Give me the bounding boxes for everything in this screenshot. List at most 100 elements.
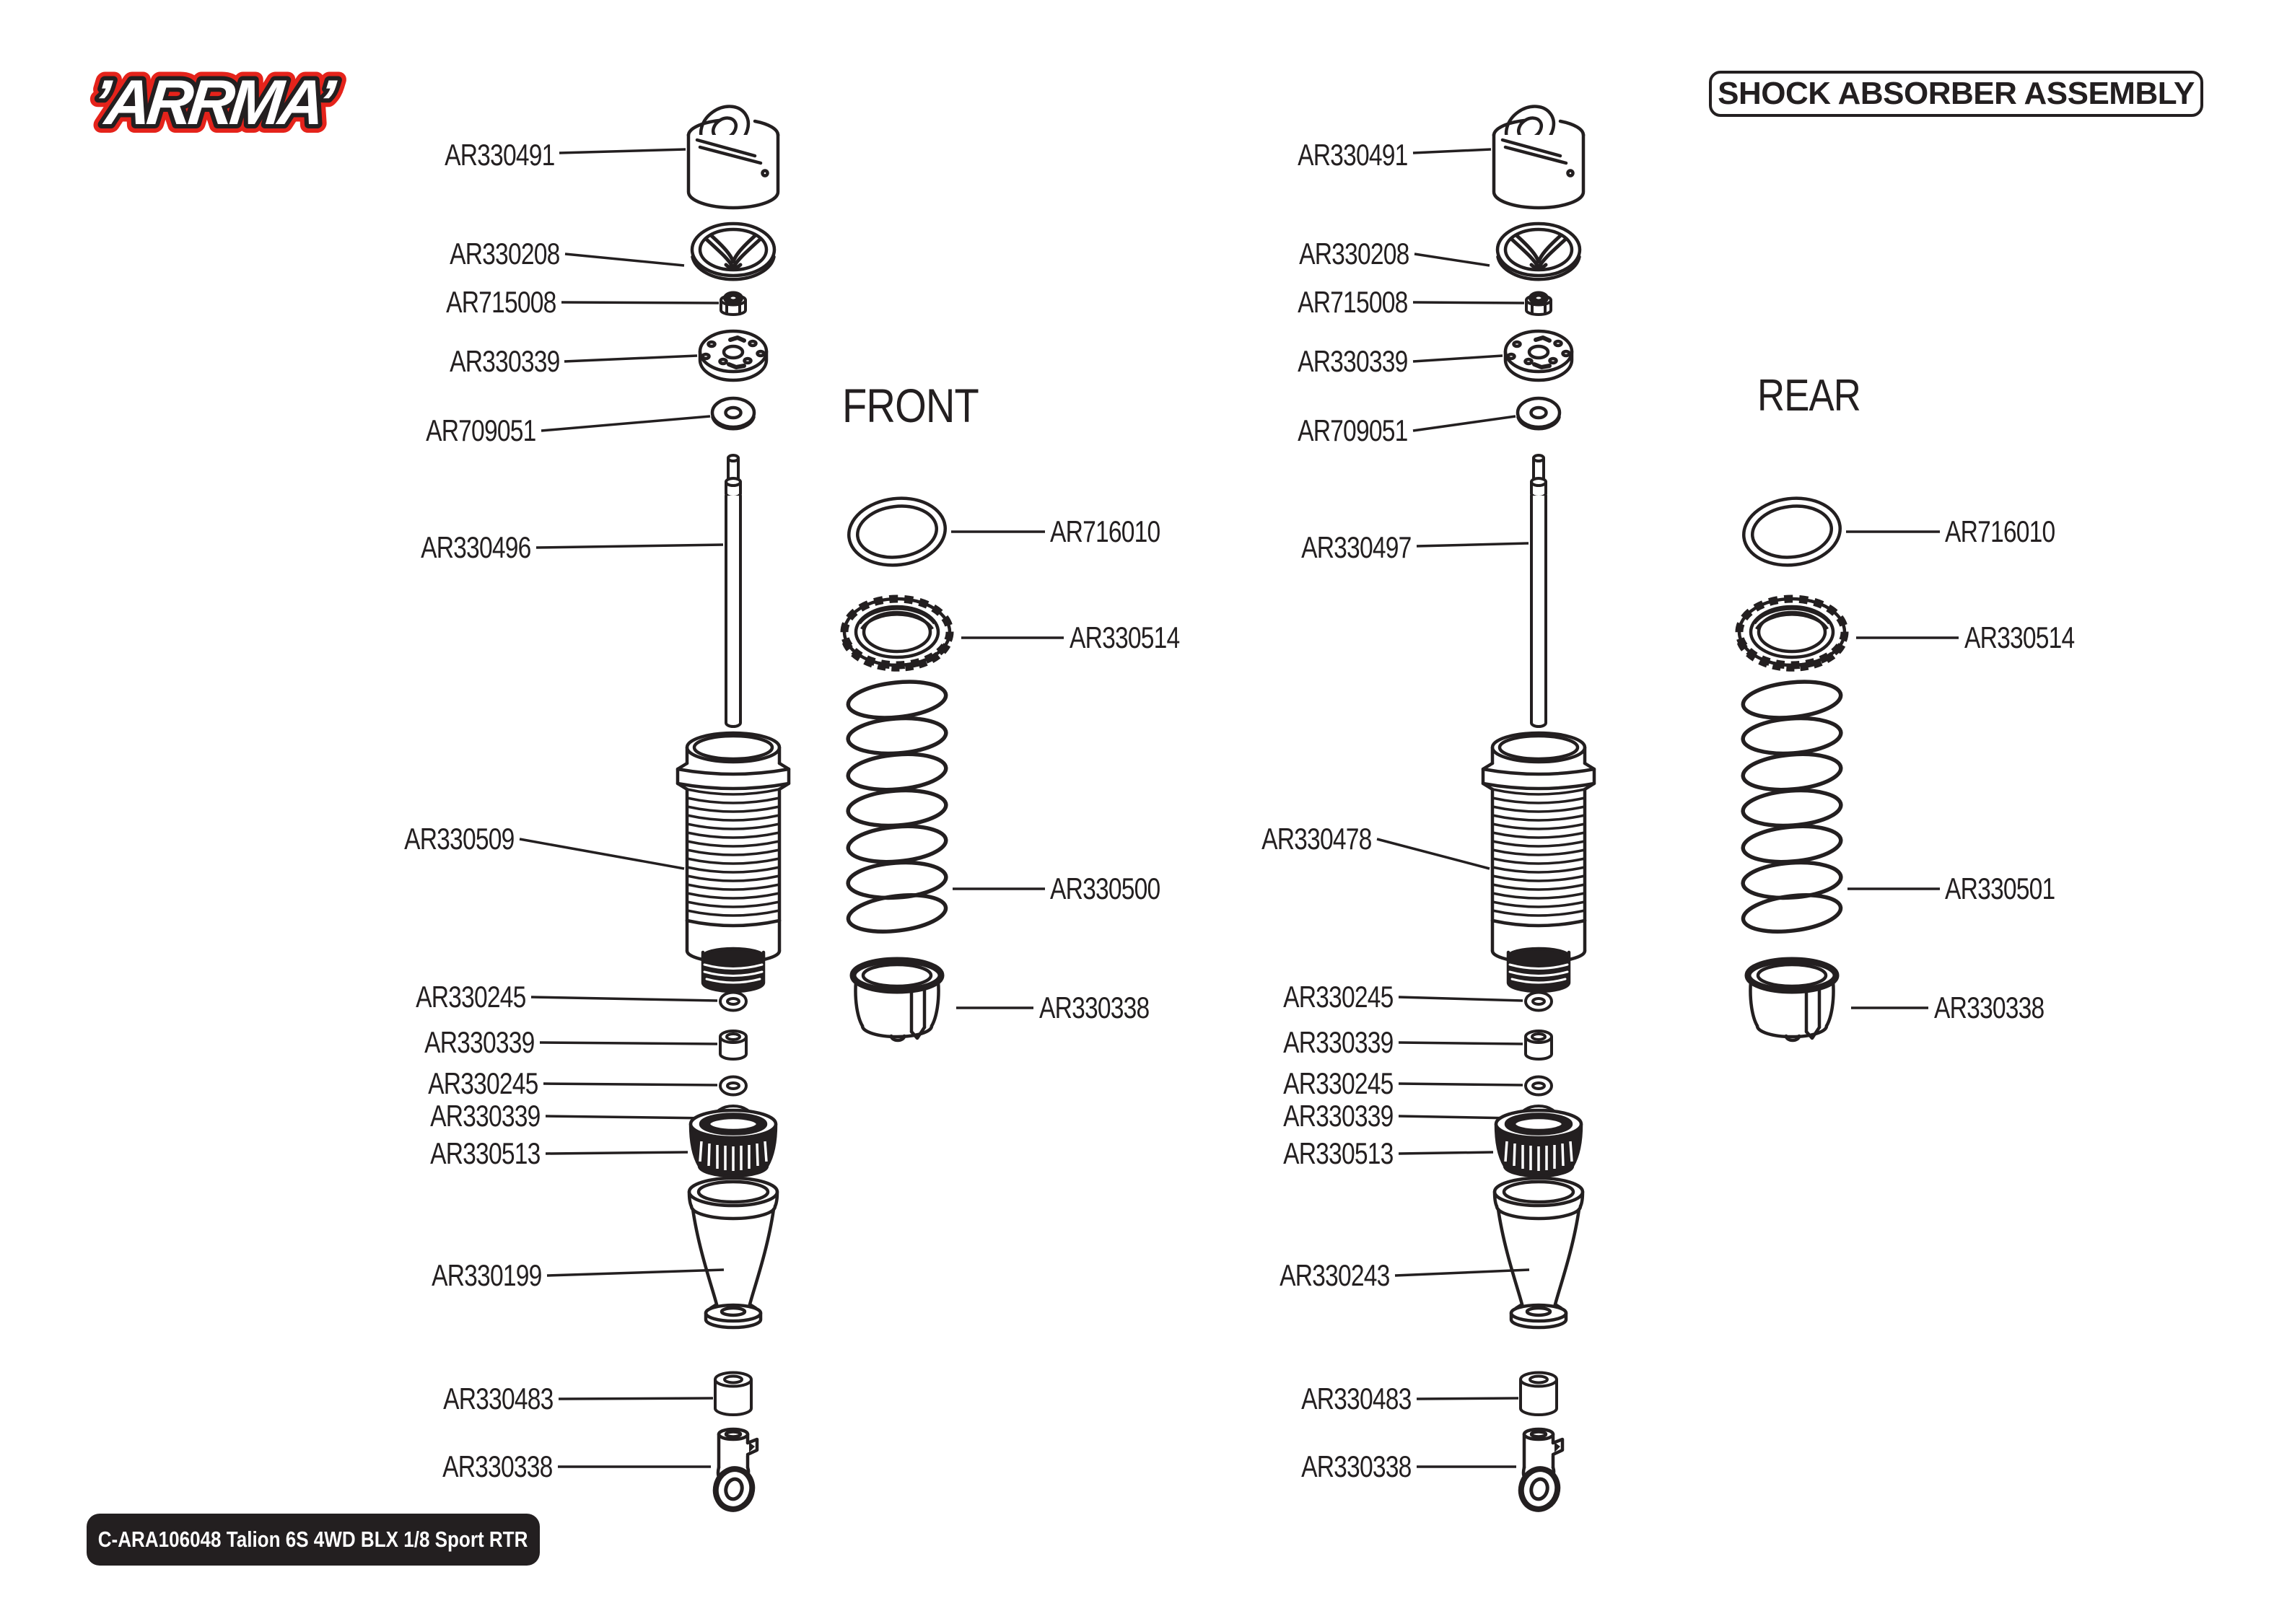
o-ring-part	[1524, 991, 1553, 1012]
part-label: AR330509	[403, 822, 515, 856]
part-label: AR330483	[1300, 1382, 1412, 1415]
arrma-logo: ’ARRMA’ ’ARRMA’ ’ARRMA’	[80, 58, 442, 146]
lock-nut-part	[720, 291, 747, 316]
leader-line	[559, 148, 686, 154]
shock-cap-part	[688, 97, 778, 208]
leader-line	[564, 354, 698, 363]
leader-line	[561, 301, 720, 304]
part-label: AR330491	[444, 138, 555, 172]
leader-line	[519, 838, 685, 870]
leader-line	[1412, 148, 1492, 154]
piston-part	[1505, 331, 1572, 380]
leader-line	[558, 1397, 714, 1400]
part-label: AR330338	[1039, 991, 1150, 1024]
volume-o-ring-part	[845, 493, 949, 571]
leader-line	[535, 543, 724, 549]
part-label: AR330208	[1298, 237, 1409, 271]
shock-shaft-part	[1530, 454, 1547, 728]
front-leader-lines	[519, 148, 1064, 1468]
part-label: AR330500	[1050, 872, 1160, 905]
leader-line	[1416, 542, 1529, 548]
washer-part	[712, 398, 754, 429]
shock-body-part	[678, 733, 789, 991]
piston-part	[700, 331, 766, 380]
arrma-logo-fill: ’ARRMA’	[89, 66, 339, 138]
page-title-text: SHOCK ABSORBER ASSEMBLY	[1718, 76, 2195, 111]
washer-part	[1518, 398, 1560, 429]
part-label: AR330491	[1297, 138, 1408, 172]
leader-line	[1376, 838, 1490, 870]
leader-line	[1398, 1041, 1523, 1045]
spring-perch-part	[853, 960, 941, 1040]
leader-line	[1398, 996, 1523, 1002]
part-label: AR330513	[429, 1136, 541, 1170]
part-label: AR330243	[1279, 1258, 1390, 1292]
part-label: AR330497	[1300, 530, 1412, 564]
spring-retainer-part	[1497, 224, 1580, 279]
section-heading-rear: REAR	[1757, 371, 1861, 421]
shock-boot-part	[1495, 1178, 1583, 1327]
part-label: AR330339	[424, 1025, 535, 1059]
leader-line	[1398, 1115, 1516, 1120]
part-label: AR715008	[445, 285, 556, 319]
part-label: AR330478	[1261, 822, 1372, 856]
leader-line	[530, 996, 718, 1002]
arrma-logo-outline-red: ’ARRMA’	[89, 66, 339, 138]
leader-line	[545, 1115, 711, 1120]
section-heading-front: FRONT	[842, 379, 979, 432]
part-label: AR716010	[1945, 514, 2055, 548]
preload-collar-part	[844, 599, 950, 667]
pivot-bushing-part	[1524, 1030, 1553, 1061]
shaft-seal-part	[1518, 1105, 1560, 1136]
part-label: AR330339	[1282, 1025, 1394, 1059]
shock-cap-part	[1494, 97, 1583, 208]
arrma-logo-outline-black: ’ARRMA’	[89, 66, 339, 138]
shock-shaft-part	[725, 454, 742, 728]
leader-line	[541, 415, 711, 432]
leader-line	[1398, 1151, 1494, 1155]
lower-cap-part	[691, 1110, 776, 1176]
leader-line	[1412, 415, 1516, 432]
bushing-part	[1519, 1371, 1558, 1416]
leader-line	[1416, 1397, 1519, 1400]
part-label: AR330514	[1964, 620, 2075, 654]
rod-end-part	[1517, 1429, 1562, 1514]
product-badge-text: C-ARA106048 Talion 6S 4WD BLX 1/8 Sport …	[98, 1527, 528, 1552]
rod-end-part	[712, 1429, 757, 1514]
leader-line	[1412, 301, 1525, 304]
part-label: AR330514	[1070, 620, 1180, 654]
part-label: AR330339	[429, 1099, 541, 1133]
part-label: AR330339	[1297, 344, 1408, 378]
lock-nut-part	[1525, 291, 1552, 316]
part-label: AR709051	[425, 413, 536, 447]
part-label: AR709051	[1297, 413, 1408, 447]
part-label: AR330513	[1282, 1136, 1394, 1170]
part-label: AR330245	[427, 1066, 538, 1100]
front-shock-assembly	[678, 97, 950, 1514]
shock-boot-part	[689, 1178, 777, 1327]
part-label: AR715008	[1297, 285, 1408, 319]
leader-line	[543, 1082, 718, 1087]
leader-line	[545, 1151, 688, 1155]
part-label: AR716010	[1050, 514, 1160, 548]
product-badge: C-ARA106048 Talion 6S 4WD BLX 1/8 Sport …	[87, 1514, 540, 1566]
part-label: AR330496	[420, 530, 531, 564]
part-label: AR330501	[1945, 872, 2055, 905]
part-label: AR330208	[449, 237, 560, 271]
rear-shock-assembly	[1483, 97, 1845, 1514]
shock-spring-part	[847, 677, 948, 936]
part-label: AR330339	[1282, 1099, 1394, 1133]
leader-line	[539, 1041, 718, 1045]
part-label: AR330199	[431, 1258, 542, 1292]
shock-spring-part	[1741, 677, 1843, 936]
shock-body-part	[1483, 733, 1594, 991]
o-ring-part	[1524, 1075, 1553, 1097]
preload-collar-part	[1739, 599, 1845, 667]
leader-line	[1394, 1268, 1530, 1277]
part-label: AR330338	[1300, 1449, 1412, 1483]
part-label: AR330483	[442, 1382, 554, 1415]
o-ring-part	[719, 1075, 748, 1097]
bushing-part	[714, 1371, 753, 1416]
leader-line	[1414, 253, 1490, 267]
